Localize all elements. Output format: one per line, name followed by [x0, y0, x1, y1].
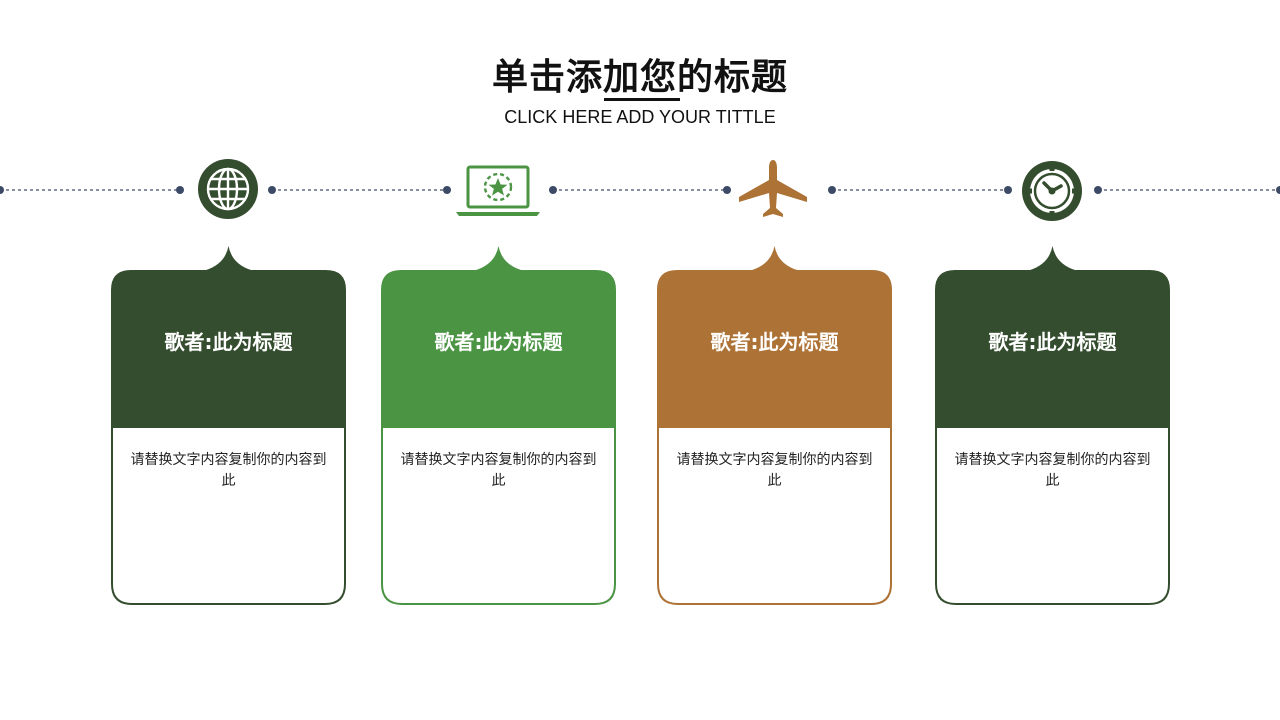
card-shape [111, 246, 346, 605]
clock-icon [1022, 161, 1082, 221]
card-title: 歌者:此为标题 [710, 330, 839, 354]
card-body: 请替换文字内容复制你的内容到此 [954, 452, 1151, 489]
timeline [0, 159, 1280, 221]
page-title: 单击添加您的标题 [491, 57, 788, 98]
card-shape [657, 246, 892, 605]
timeline-dot [723, 186, 731, 194]
card-2: 歌者:此为标题 请替换文字内容复制你的内容到此 [381, 246, 616, 605]
timeline-dot [1276, 186, 1280, 194]
timeline-dot [828, 186, 836, 194]
timeline-dot [0, 186, 4, 194]
page-subtitle: CLICK HERE ADD YOUR TITTLE [504, 107, 776, 127]
card-body: 请替换文字内容复制你的内容到此 [130, 452, 327, 489]
card-shape [381, 246, 616, 605]
globe-icon [198, 159, 258, 219]
laptop-icon [456, 165, 540, 216]
timeline-dot [268, 186, 276, 194]
card-title: 歌者:此为标题 [434, 330, 563, 354]
card-3: 歌者:此为标题 请替换文字内容复制你的内容到此 [657, 246, 892, 605]
card-title: 歌者:此为标题 [164, 330, 293, 354]
airplane-icon [739, 160, 807, 217]
timeline-dot [549, 186, 557, 194]
title-underline [604, 98, 680, 101]
timeline-dot [1004, 186, 1012, 194]
timeline-dot [176, 186, 184, 194]
timeline-dot [1094, 186, 1102, 194]
card-4: 歌者:此为标题 请替换文字内容复制你的内容到此 [935, 246, 1170, 605]
card-shape [935, 246, 1170, 605]
card-title: 歌者:此为标题 [988, 330, 1117, 354]
card-1: 歌者:此为标题 请替换文字内容复制你的内容到此 [111, 246, 346, 605]
timeline-dot [443, 186, 451, 194]
card-body: 请替换文字内容复制你的内容到此 [400, 452, 597, 489]
card-body: 请替换文字内容复制你的内容到此 [676, 452, 873, 489]
